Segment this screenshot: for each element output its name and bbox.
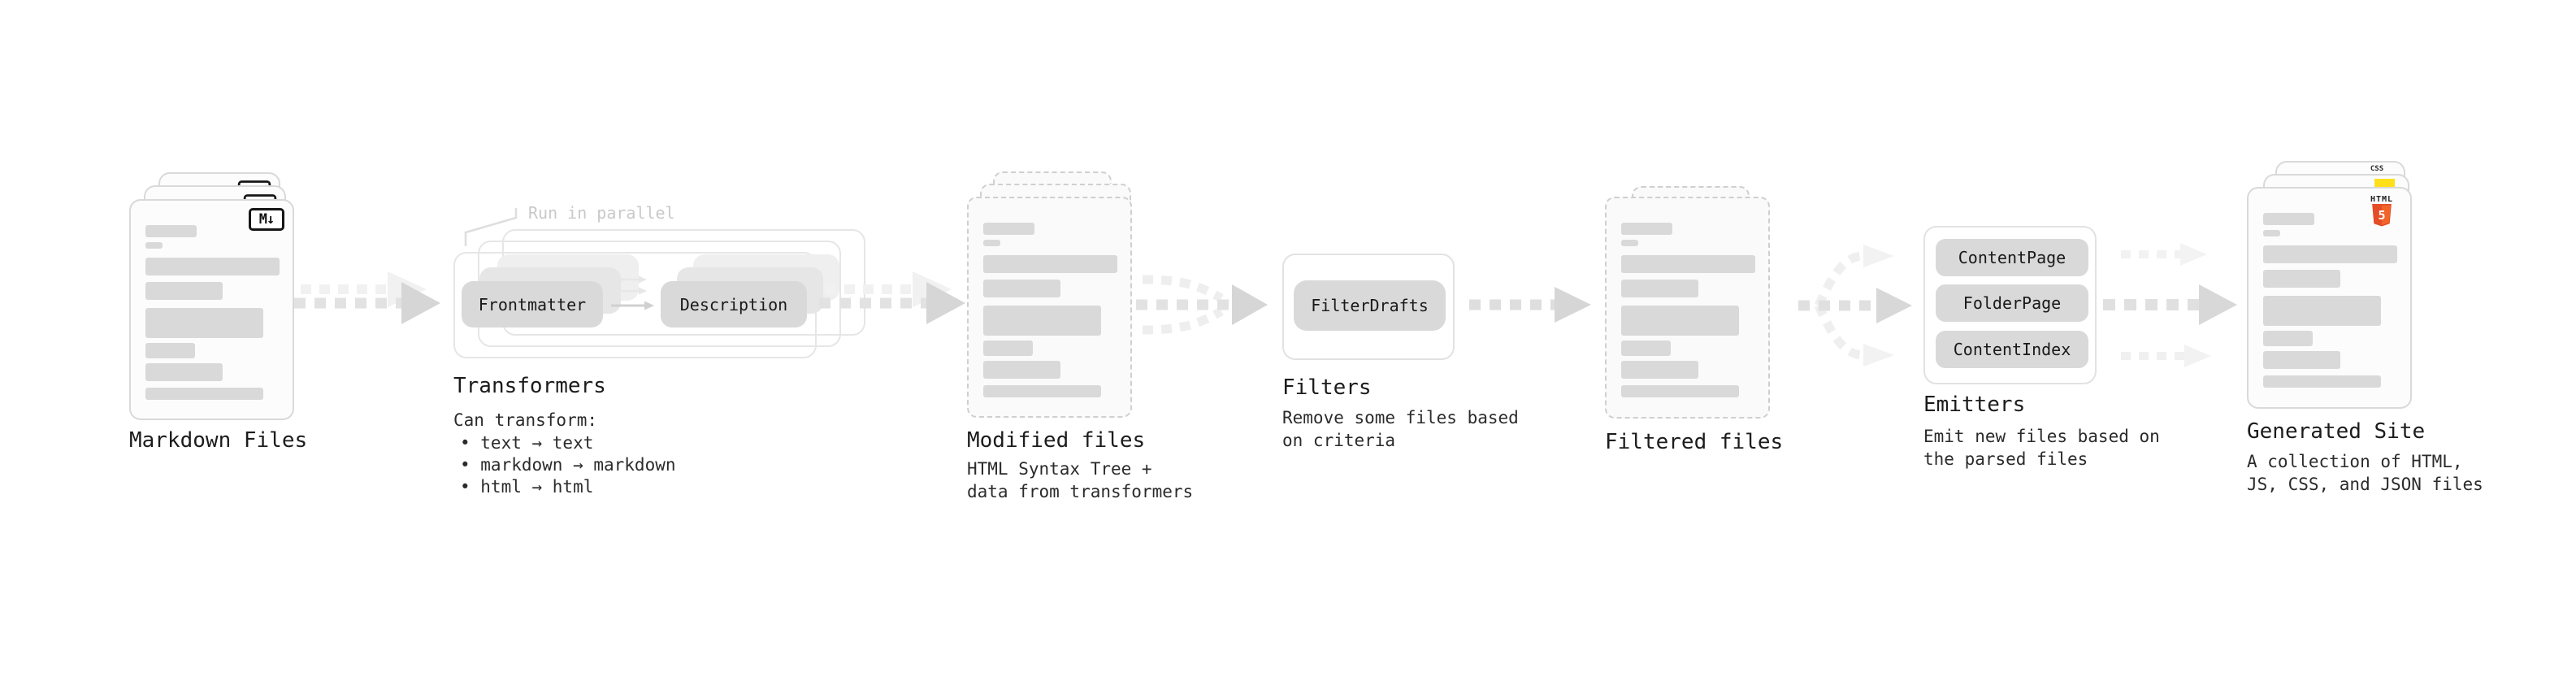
flow-arrow-emitters-to-site xyxy=(2103,243,2237,367)
filter-drafts-pill: FilterDrafts xyxy=(1294,280,1446,331)
filters-label: Filters xyxy=(1282,375,1372,400)
transformers-desc-title: Can transform: xyxy=(453,410,598,430)
modified-files-stack xyxy=(967,171,1162,419)
emitters-label: Emitters xyxy=(1923,393,2026,417)
document-placeholder-lines xyxy=(2249,213,2410,388)
markdown-icon: M↓ xyxy=(249,208,284,231)
run-in-parallel-note: Run in parallel xyxy=(528,203,675,223)
markdown-files-label: Markdown Files xyxy=(129,428,308,453)
markdown-files-stack: M↓ M↓ M↓ xyxy=(129,172,328,420)
flow-arrow-filters-to-filtered xyxy=(1469,287,1591,323)
flow-arrow-markdown-to-transformers xyxy=(294,271,440,324)
bullet-item: • text → text xyxy=(460,433,594,453)
modified-files-label: Modified files xyxy=(967,428,1146,453)
generated-site-desc: A collection of HTML, JS, CSS, and JSON … xyxy=(2247,452,2483,494)
flow-arrow-transformers-to-modified xyxy=(819,271,965,324)
svg-text:5: 5 xyxy=(2378,208,2385,223)
modified-file-card-front xyxy=(967,197,1132,418)
folder-page-emitter-pill: FolderPage xyxy=(1936,284,2088,322)
parallel-arrows-icon xyxy=(611,275,654,310)
flow-arrow-merge-to-filters xyxy=(1136,275,1268,335)
run-in-parallel-leader-line xyxy=(464,208,518,246)
filtered-files-label: Filtered files xyxy=(1605,430,1784,454)
frontmatter-transformer-pill: Frontmatter xyxy=(462,281,603,327)
filters-group-box: FilterDrafts xyxy=(1282,254,1455,360)
emitters-group-box: ContentPage FolderPage ContentIndex xyxy=(1923,226,2097,384)
document-placeholder-lines xyxy=(969,223,1130,397)
modified-files-desc: HTML Syntax Tree + data from transformer… xyxy=(967,459,1194,501)
html5-icon: HTML 5 xyxy=(2363,195,2400,230)
markdown-file-card-front: M↓ xyxy=(129,199,294,420)
flow-arrow-split-to-emitters xyxy=(1798,245,1912,367)
transformers-bullet-list: • text → text • markdown → markdown • ht… xyxy=(460,432,676,498)
filtered-file-card-front xyxy=(1605,197,1770,419)
transformers-label: Transformers xyxy=(453,374,606,398)
content-index-emitter-pill: ContentIndex xyxy=(1936,331,2088,368)
bullet-item: • html → html xyxy=(460,477,594,497)
filtered-files-stack xyxy=(1605,186,1800,419)
emitters-desc: Emit new files based on the parsed files xyxy=(1923,427,2160,469)
content-page-emitter-pill: ContentPage xyxy=(1936,239,2088,276)
generated-site-stack: CSS HTML 5 xyxy=(2247,161,2446,409)
generated-site-label: Generated Site xyxy=(2247,419,2426,444)
js-icon xyxy=(2374,179,2395,189)
bullet-item: • markdown → markdown xyxy=(460,455,676,475)
document-placeholder-lines xyxy=(131,225,293,400)
description-transformer-pill: Description xyxy=(661,281,807,327)
html-file-card: HTML 5 xyxy=(2247,187,2412,409)
filters-desc: Remove some files based on criteria xyxy=(1282,408,1519,450)
document-placeholder-lines xyxy=(1607,223,1768,397)
html5-shield: 5 xyxy=(2372,204,2392,227)
